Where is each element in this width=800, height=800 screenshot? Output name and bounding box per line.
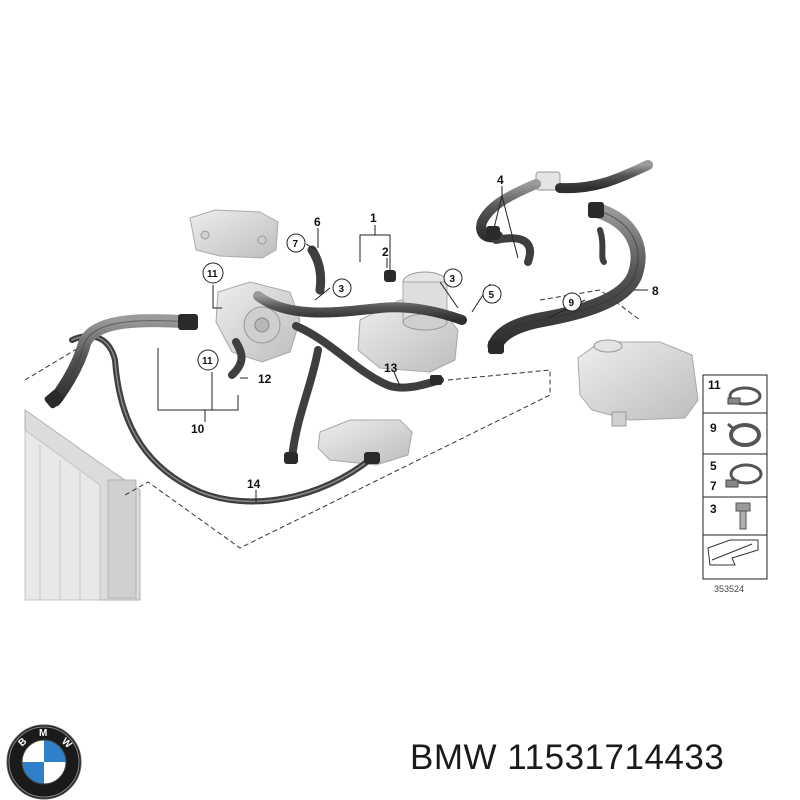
callout-3: 3 bbox=[339, 284, 345, 295]
callout-9: 9 bbox=[569, 298, 575, 309]
legend-label-9: 9 bbox=[710, 421, 717, 435]
callout-3-circle bbox=[332, 278, 352, 298]
thermostat-housing bbox=[189, 209, 279, 259]
legend-label-3: 3 bbox=[710, 502, 717, 516]
legend-label-5: 5 bbox=[710, 459, 717, 473]
callout-1: 1 bbox=[370, 211, 377, 225]
callout-3b-circle bbox=[443, 268, 463, 288]
callout-8: 8 bbox=[652, 284, 659, 298]
callout-5: 5 bbox=[489, 290, 495, 301]
callout-2: 2 bbox=[382, 245, 389, 259]
leader-lines bbox=[157, 186, 648, 502]
legend-label-7: 7 bbox=[710, 479, 717, 493]
oil-filter-housing bbox=[357, 271, 459, 373]
callout-5-circle bbox=[482, 284, 502, 304]
bolt-icon bbox=[735, 502, 751, 530]
drawing-number: 353524 bbox=[714, 584, 744, 594]
callout-9-circle bbox=[562, 292, 582, 312]
callout-13: 13 bbox=[384, 361, 398, 375]
hose-clamp-icon bbox=[727, 386, 762, 406]
hose-clamps bbox=[44, 202, 604, 464]
callout-7: 7 bbox=[293, 239, 299, 250]
bmw-logo-icon: B M W bbox=[6, 724, 82, 800]
callout-12: 12 bbox=[258, 372, 272, 386]
direction-arrow-icon bbox=[707, 539, 759, 566]
brand-name: BMW bbox=[410, 738, 498, 777]
callout-7-circle bbox=[286, 233, 306, 253]
callout-11b: 11 bbox=[202, 356, 213, 367]
callout-4: 4 bbox=[497, 173, 504, 187]
hose-clamp-icon bbox=[725, 463, 763, 488]
part-number: 11531714433 bbox=[507, 738, 725, 777]
expansion-tank bbox=[577, 339, 699, 427]
spring-clamp-icon bbox=[727, 422, 761, 447]
auxiliary-water-pump bbox=[317, 419, 413, 466]
legend-label-11: 11 bbox=[708, 378, 721, 392]
callout-10: 10 bbox=[191, 422, 205, 436]
callout-3b: 3 bbox=[450, 274, 456, 285]
part-caption: BMW 11531714433 bbox=[410, 738, 724, 778]
callout-11-circle bbox=[202, 262, 224, 284]
radiator bbox=[24, 409, 141, 601]
callout-11b-circle bbox=[197, 349, 219, 371]
parts-legend: 11 9 5 7 3 353524 bbox=[702, 374, 768, 594]
callout-labels: 1 2 3 3 4 5 6 7 8 9 10 11 11 12 13 14 bbox=[191, 173, 659, 491]
callout-6: 6 bbox=[314, 215, 321, 229]
callout-11: 11 bbox=[207, 269, 218, 280]
svg-text:M: M bbox=[39, 728, 47, 739]
callout-14: 14 bbox=[247, 477, 261, 491]
coolant-hoses bbox=[48, 160, 653, 505]
